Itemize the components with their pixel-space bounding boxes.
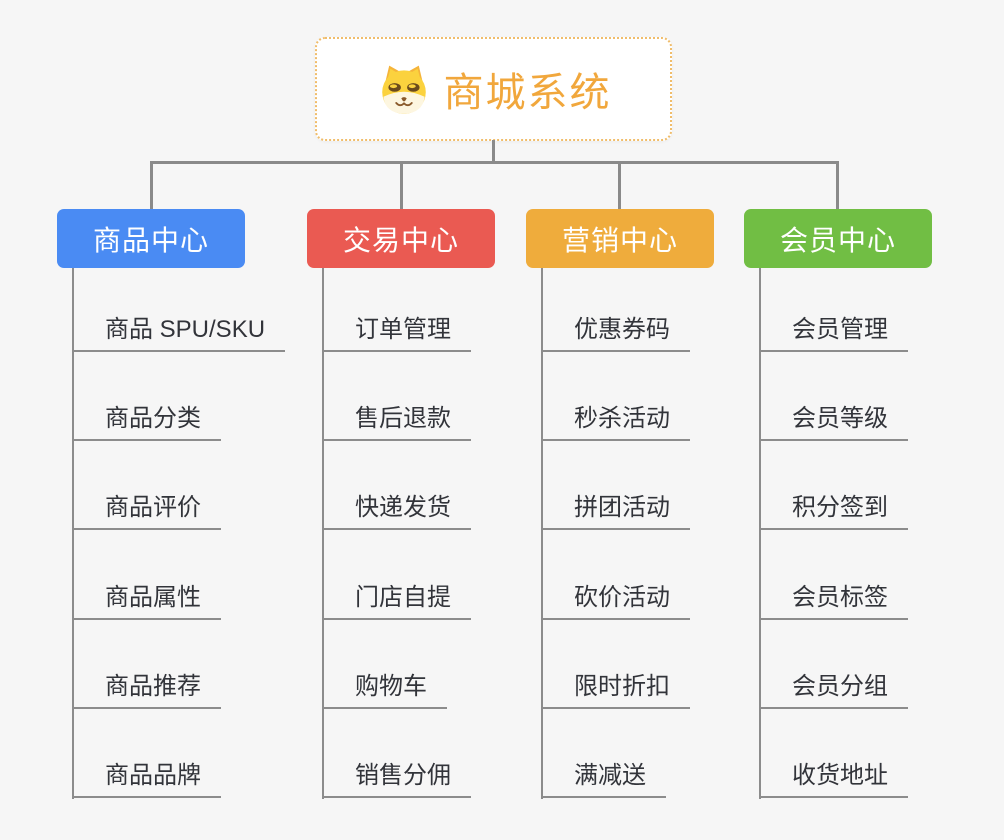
topic-item[interactable]: 商品推荐 [72,667,221,709]
connector-drop-line [400,161,403,210]
branch-header-marketing-center[interactable]: 营销中心 [526,209,714,268]
topic-item[interactable]: 商品评价 [72,488,221,530]
topic-item[interactable]: 收货地址 [759,756,908,798]
connector-drop-line [150,161,153,210]
branch-header-member-center[interactable]: 会员中心 [744,209,932,268]
branch-header-product-center[interactable]: 商品中心 [57,209,245,268]
topic-item[interactable]: 购物车 [322,667,447,709]
branch-spine-line [759,268,761,799]
topic-item[interactable]: 会员等级 [759,399,908,441]
topic-item[interactable]: 秒杀活动 [541,399,690,441]
topic-item[interactable]: 拼团活动 [541,488,690,530]
branch-spine-line [72,268,74,799]
root-node[interactable]: 商城系统 [315,37,672,141]
topic-item[interactable]: 商品属性 [72,578,221,620]
topic-item[interactable]: 售后退款 [322,399,471,441]
connector-drop-line [836,161,839,210]
topic-item[interactable]: 订单管理 [322,310,471,352]
topic-item[interactable]: 会员管理 [759,310,908,352]
topic-item[interactable]: 门店自提 [322,578,471,620]
topic-item[interactable]: 销售分佣 [322,756,471,798]
topic-item[interactable]: 商品品牌 [72,756,221,798]
topic-item[interactable]: 会员分组 [759,667,908,709]
root-title: 商城系统 [443,71,612,115]
topic-item[interactable]: 商品分类 [72,399,221,441]
topic-item[interactable]: 商品 SPU/SKU [72,310,286,352]
connector-bus-line [150,161,839,164]
branch-spine-line [541,268,543,799]
branch-spine-line [322,268,324,799]
topic-item[interactable]: 限时折扣 [541,667,690,709]
topic-item[interactable]: 快递发货 [322,488,471,530]
dog-face-icon [381,65,426,114]
topic-item[interactable]: 满减送 [541,756,666,798]
connector-drop-line [618,161,621,210]
topic-item[interactable]: 优惠券码 [541,310,690,352]
topic-item[interactable]: 积分签到 [759,488,908,530]
connector-root-stub [492,140,495,163]
topic-item[interactable]: 砍价活动 [541,578,690,620]
topic-item[interactable]: 会员标签 [759,578,908,620]
branch-header-trade-center[interactable]: 交易中心 [307,209,495,268]
